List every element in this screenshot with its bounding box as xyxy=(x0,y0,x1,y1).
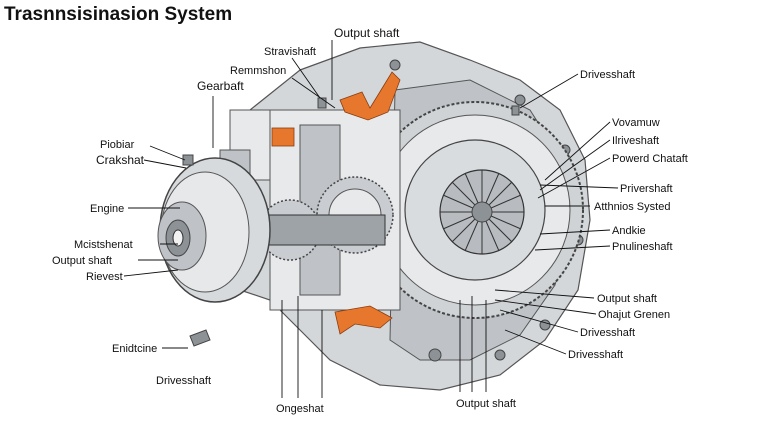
diagram-title: Trasnnsisinasion System xyxy=(4,4,233,25)
label-atthnios-systed: Atthnios Systed xyxy=(594,201,670,213)
label-andkie: Andkie xyxy=(612,225,646,237)
label-ohajut-grenen: Ohajut Grenen xyxy=(598,309,670,321)
label-output-shaft-right: Output shaft xyxy=(597,293,657,305)
gear-train xyxy=(219,109,401,311)
label-ilriveshaft: Ilriveshaft xyxy=(612,135,659,147)
leader-lines xyxy=(123,40,619,398)
label-drivesshaft-right1: Drivesshaft xyxy=(580,327,635,339)
flywheel-clutch xyxy=(366,101,584,319)
label-drivesshaft-top-right: Drivesshaft xyxy=(580,69,635,81)
label-output-shaft-bottom: Output shaft xyxy=(456,398,516,410)
label-crakshat: Crakshat xyxy=(96,153,145,167)
label-output-shaft-left: Output shaft xyxy=(52,255,112,267)
label-drivesshaft-right2: Drivesshaft xyxy=(568,349,623,361)
label-engine: Engine xyxy=(90,203,124,215)
label-output-shaft-top: Output shaft xyxy=(334,26,400,40)
label-gearbaft: Gearbaft xyxy=(197,79,244,93)
label-mcistshenat: Mcistshenat xyxy=(74,239,133,251)
label-drivesshaft-bottom-left: Drivesshaft xyxy=(156,375,211,387)
label-remmshon: Remmshon xyxy=(230,65,286,77)
label-rievest: Rievest xyxy=(86,271,123,283)
label-enidtcine: Enidtcine xyxy=(112,343,157,355)
orange-components xyxy=(271,71,401,335)
label-privershaft: Privershaft xyxy=(620,183,673,195)
engine-pulley xyxy=(157,157,271,303)
label-piobiar: Piobiar xyxy=(100,139,135,151)
label-ongeshat: Ongeshat xyxy=(276,403,324,415)
small-bolts xyxy=(182,97,520,347)
label-powerd-chataft: Powerd Chataft xyxy=(612,153,688,165)
label-vovamuw: Vovamuw xyxy=(612,117,660,129)
label-pnulineshaft: Pnulineshaft xyxy=(612,241,673,253)
label-stravishaft: Stravishaft xyxy=(264,46,316,58)
